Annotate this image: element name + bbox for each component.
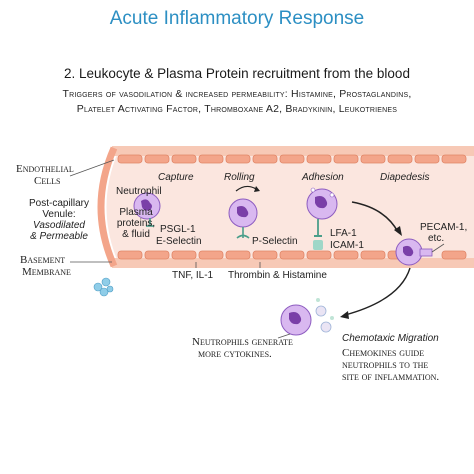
stage-adhesion: Adhesion [302, 172, 344, 183]
chemokines-label-3: site of inflammation. [342, 371, 440, 383]
bottom-endothelial-cells [117, 250, 467, 260]
pecam-label-2: etc. [428, 233, 445, 244]
diapedesis-neutrophil [395, 238, 445, 266]
top-endothelial-cells [117, 154, 467, 164]
chemokines-label-1: Chemokines guide [342, 347, 425, 359]
e-selectin-label: E-Selectin [156, 236, 202, 247]
migration-arrow [344, 267, 411, 316]
cytokines-label-2: more cytokines. [198, 348, 272, 360]
tnf-label: TNF, IL-1 [172, 270, 214, 281]
diapedesis-arrow [351, 201, 399, 233]
venule-label-2: Venule: [42, 209, 76, 220]
top-basement-membrane [112, 146, 474, 156]
venule-label-3: Vasodilated [33, 220, 85, 231]
basement-membrane-label-2: Membrane [22, 266, 71, 278]
plasma-label-3: & fluid [122, 229, 150, 240]
chemotaxis-label: Chemotaxic Migration [342, 333, 439, 344]
icam-label: ICAM-1 [330, 240, 364, 251]
plasma-label-1: Plasma [119, 207, 153, 218]
thrombin-label: Thrombin & Histamine [228, 270, 327, 281]
basement-membrane-label: Basement [20, 254, 66, 266]
venule-label-4: & Permeable [30, 231, 88, 242]
migrated-neutrophil [280, 298, 334, 336]
endothelial-cells-label: Endothelial [16, 163, 74, 175]
venule-label: Post-capillary [28, 198, 90, 209]
vessel-lumen [106, 152, 474, 262]
pecam-label-1: PECAM-1, [420, 222, 468, 233]
triggers-line-1: Triggers of vasodilation & increased per… [62, 88, 412, 100]
plasma-label-2: proteins, [116, 218, 156, 229]
stage-rolling: Rolling [224, 172, 255, 183]
page-title: Acute Inflammatory Response [109, 8, 365, 29]
cytokines-label-1: Neutrophils generate [192, 336, 293, 348]
stage-capture: Capture [158, 172, 194, 183]
vessel-curved-end [97, 146, 118, 268]
psgl-label: PSGL-1 [160, 224, 196, 235]
neutrophil-label: Neutrophil [116, 186, 162, 197]
capture-neutrophil [133, 192, 161, 227]
lfa-label: LFA-1 [330, 228, 357, 239]
chemokines-label-2: neutrophils to the [342, 359, 429, 371]
p-selectin-label: P-Selectin [252, 236, 298, 247]
section-subtitle: 2. Leukocyte & Plasma Protein recruitmen… [64, 66, 410, 81]
triggers-line-2: Platelet Activating Factor, Thromboxane … [76, 103, 398, 115]
endothelial-cells-label-2: Cells [34, 175, 61, 187]
stage-diapedesis: Diapedesis [380, 172, 430, 183]
plasma-protein-dots [93, 277, 114, 297]
bottom-basement-membrane [112, 258, 474, 268]
rolling-neutrophil [228, 185, 260, 239]
adhesion-neutrophil [306, 187, 338, 250]
